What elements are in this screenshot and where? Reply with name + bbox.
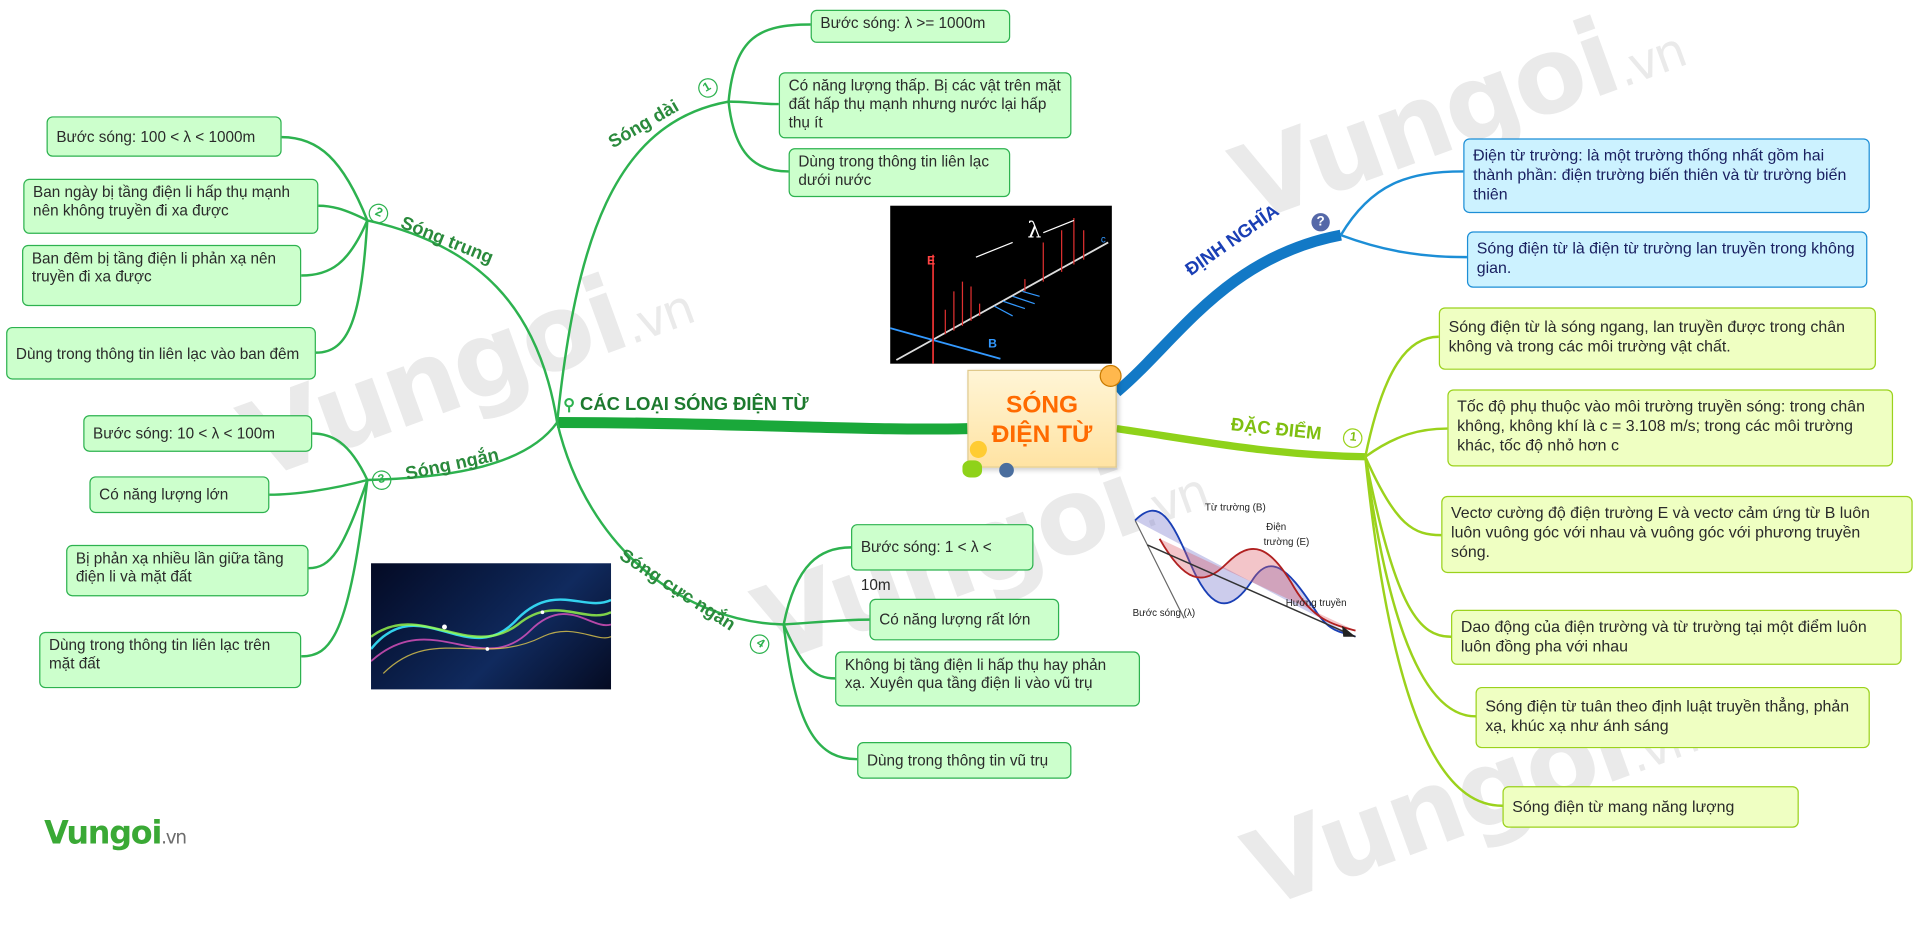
list-item[interactable]: Dùng trong thông tin liên lạc dưới nước (788, 148, 1011, 198)
list-item[interactable]: Ban ngày bị tầng điện li hấp thụ mạnh nê… (23, 178, 319, 234)
list-item[interactable]: Không bị tầng điện li hấp thụ hay phản x… (835, 651, 1141, 707)
direction-label: Hướng truyền (1286, 598, 1347, 609)
magnetic-field-label: Từ trường (B) (1205, 503, 1266, 514)
em-wave-diagram: λ E B c (889, 205, 1112, 365)
list-item[interactable]: Tốc độ phụ thuộc vào môi trường truyền s… (1447, 389, 1894, 467)
wavelength-label: Bước sóng (λ) (1133, 608, 1195, 619)
mind-map: Vungoi.vn Vungoi.vn Vungoi.vn Vungoi.vn (6, 0, 1913, 933)
em-propagation-diagram: Từ trường (B) Điện trường (E) Bước sóng … (1129, 496, 1362, 661)
c-label: c (1101, 234, 1106, 245)
list-item[interactable]: Dùng trong thông tin vũ trụ (857, 742, 1072, 779)
list-item[interactable]: Có năng lượng lớn (89, 476, 270, 514)
search-icon: ⚲ (563, 395, 575, 414)
list-item[interactable]: Bước sóng: 100 < λ < 1000m (46, 116, 282, 157)
bulb-icon (969, 440, 987, 458)
question-icon: ? (1311, 213, 1330, 232)
list-item[interactable]: Vectơ cường độ điện trường E và vectơ cả… (1441, 495, 1913, 574)
electric-field-label-2: trường (E) (1264, 537, 1310, 548)
list-item[interactable]: Ban đêm bị tầng điện li phản xạ nên truy… (22, 244, 302, 307)
connector-lines (269, 23, 1503, 807)
list-item[interactable]: Có năng lượng rất lớn (869, 598, 1060, 641)
b-vector-label: B (988, 337, 997, 351)
list-item[interactable]: Bước sóng: 1 < λ < 10m (851, 524, 1034, 594)
e-vector-label: E (927, 253, 935, 267)
list-item[interactable]: Sóng điện từ tuân theo định luật truyền … (1475, 686, 1870, 749)
vungoi-logo[interactable]: Vungoi.vn (44, 815, 187, 853)
list-item[interactable]: Sóng điện từ là sóng ngang, lan truyền đ… (1438, 307, 1876, 370)
person-icon (999, 462, 1014, 478)
list-item[interactable]: Bị phản xạ nhiều lần giữa tầng điện li v… (66, 544, 309, 597)
list-item[interactable]: Bước sóng: λ >= 1000m (810, 9, 1011, 43)
list-item[interactable]: Dùng trong thông tin liên lạc trên mặt đ… (39, 631, 302, 689)
list-item[interactable]: Sóng điện từ là điện từ trường lan truyề… (1466, 231, 1868, 288)
list-item[interactable]: Sóng điện từ mang năng lượng (1502, 786, 1799, 828)
lambda-label: λ (1027, 219, 1041, 244)
list-item[interactable]: Dao động của điện trường và từ trường tạ… (1451, 609, 1902, 665)
branch-types[interactable]: ⚲ CÁC LOẠI SÓNG ĐIỆN TỪ (563, 394, 809, 416)
list-item[interactable]: Dùng trong thông tin liên lạc vào ban đê… (6, 326, 316, 380)
leaf-icon (962, 460, 983, 478)
list-item[interactable]: Điện từ trường: là một trường thống nhất… (1463, 138, 1870, 214)
central-topic[interactable]: SÓNG ĐIỆN TỪ (967, 369, 1117, 468)
central-title-line1: SÓNG (1005, 391, 1079, 419)
abstract-wave-image (371, 563, 612, 690)
central-title-line2: ĐIỆN TỪ (991, 421, 1093, 449)
list-item[interactable]: Có năng lượng thấp. Bị các vật trên mặt … (778, 72, 1072, 139)
electric-field-label-1: Điện (1266, 522, 1286, 533)
pin-icon (1099, 364, 1122, 387)
list-item[interactable]: Bước sóng: 10 < λ < 100m (83, 415, 313, 452)
